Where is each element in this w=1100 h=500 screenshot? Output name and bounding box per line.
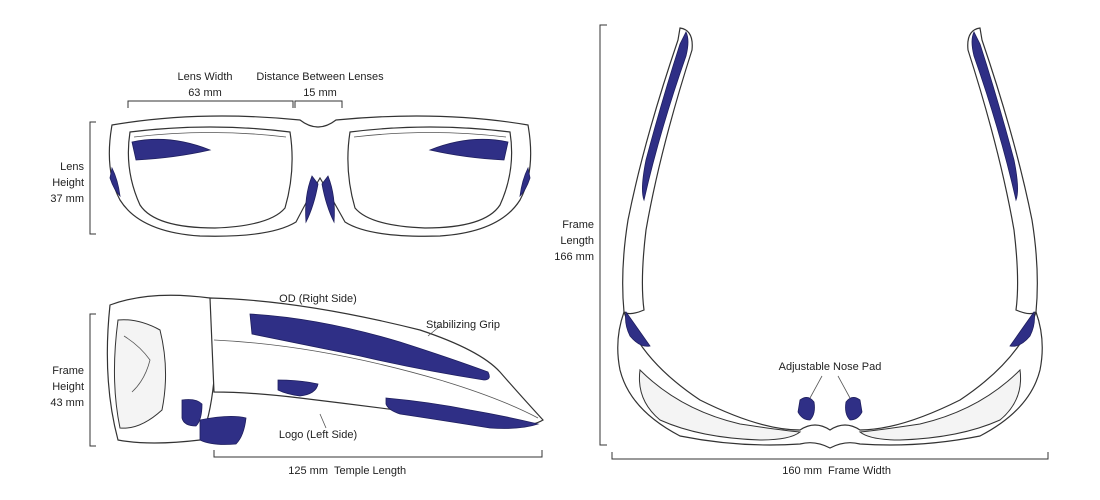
side-stabilizing-grip	[249, 313, 490, 381]
stabilizing-grip-label: Stabilizing Grip	[426, 319, 500, 331]
lens-distance-value: 15 mm	[303, 87, 337, 99]
frame-width-value: 160 mm	[782, 465, 822, 477]
frame-length-label-line2: Length	[560, 235, 594, 247]
front-left-side-pad	[109, 166, 121, 198]
top-front-frame	[617, 310, 1043, 449]
lens-height-value: 37 mm	[50, 193, 84, 205]
lens-width-dimension-line	[127, 100, 294, 108]
frame-height-label-line2: Height	[52, 381, 84, 393]
temple-length-label: Temple Length	[334, 465, 406, 477]
lens-height-dimension-line	[89, 121, 96, 235]
top-right-temple-grip	[971, 31, 1018, 202]
frame-width-label: Frame Width	[828, 465, 891, 477]
front-left-nose-pad	[305, 175, 319, 224]
front-right-grip	[428, 138, 509, 161]
front-right-nose-pad	[321, 175, 335, 224]
top-right-temple	[967, 27, 1038, 315]
top-left-temple	[622, 27, 693, 315]
top-left-hinge-grip	[625, 310, 651, 347]
logo-left-side-label: Logo (Left Side)	[279, 429, 357, 441]
frame-length-dimension-line	[599, 24, 607, 446]
side-view	[89, 294, 544, 458]
temple-length-dimension-line	[213, 450, 543, 458]
frame-width-dimension-line	[611, 452, 1049, 460]
lens-height-label-line2: Height	[52, 177, 84, 189]
lens-width-label: Lens Width	[177, 71, 232, 83]
lens-height-label-line1: Lens	[60, 161, 84, 173]
frame-length-value: 166 mm	[554, 251, 594, 263]
top-left-nose-pad	[797, 397, 815, 421]
side-lens	[113, 319, 167, 429]
nose-pad-label: Adjustable Nose Pad	[779, 361, 882, 373]
frame-height-label-line1: Frame	[52, 365, 84, 377]
top-view	[599, 24, 1049, 460]
top-right-nose-pad	[845, 397, 863, 421]
top-left-temple-grip	[642, 31, 689, 202]
frame-height-dimension-line	[89, 313, 96, 447]
od-right-side-label: OD (Right Side)	[279, 293, 357, 305]
top-right-lens	[858, 368, 1022, 441]
frame-length-label-line1: Frame	[562, 219, 594, 231]
lens-width-value: 63 mm	[188, 87, 222, 99]
top-right-hinge-grip	[1009, 310, 1035, 347]
front-right-side-pad	[519, 166, 531, 198]
front-left-grip	[131, 138, 212, 161]
lens-distance-dimension-line	[294, 100, 343, 108]
frame-height-value: 43 mm	[50, 397, 84, 409]
side-hinge-pad	[181, 399, 203, 427]
front-view	[89, 100, 532, 237]
top-left-lens	[638, 368, 802, 441]
side-logo-grip	[277, 379, 319, 397]
side-temple-tip-grip	[385, 397, 540, 429]
lens-distance-label: Distance Between Lenses	[256, 71, 384, 83]
side-lower-grip	[199, 416, 247, 445]
temple-length-value: 125 mm	[288, 465, 328, 477]
